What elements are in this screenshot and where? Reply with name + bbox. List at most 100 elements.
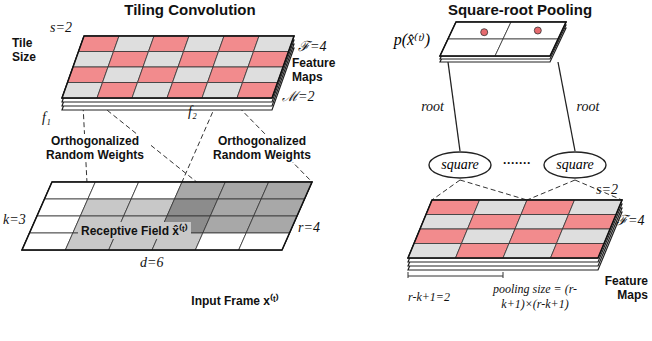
- grid-cell: [408, 244, 462, 259]
- grid-cell: [45, 182, 96, 199]
- tile-size-value: s=2: [50, 20, 72, 36]
- grid-cell: [426, 200, 480, 215]
- map-count: ℱ=4: [616, 210, 644, 229]
- grid-cell: [462, 229, 516, 244]
- bracket-tick: [503, 272, 504, 278]
- grid-cell: [569, 200, 623, 215]
- projection-line: [432, 180, 460, 200]
- pooled-unit: [481, 29, 488, 36]
- grid-cell: [184, 36, 225, 52]
- grid-cell: [420, 215, 474, 230]
- grid-cell: [237, 83, 278, 99]
- feature-maps: [62, 36, 294, 110]
- weights-label: Orthogonalized Random Weights: [39, 134, 151, 162]
- map-layer: [408, 200, 622, 258]
- map-layer: [62, 44, 294, 106]
- projection-line: [460, 180, 527, 200]
- edge-label: root: [575, 99, 602, 115]
- grid-cell: [88, 182, 139, 199]
- grid-cell: [551, 244, 605, 259]
- ellipse-outline: [429, 152, 491, 178]
- grid-cell: [495, 39, 558, 56]
- input-frame-label: Input Frame x⁽ᵗ⁾: [191, 292, 278, 309]
- grid-cell: [203, 216, 254, 233]
- dimension-bracket: [408, 272, 503, 278]
- grid-cell: [114, 36, 155, 52]
- grid-cell: [248, 52, 289, 68]
- map-border: [62, 36, 294, 98]
- grid-cell: [73, 52, 114, 68]
- map-outline: [408, 200, 622, 258]
- grid-cell: [414, 229, 468, 244]
- grid-cell: [563, 215, 617, 230]
- panel-title: Tiling Convolution: [124, 1, 255, 18]
- frame-columns: d=6: [140, 255, 163, 271]
- grid-cell: [448, 22, 511, 39]
- grid-cell: [202, 83, 243, 99]
- grid-cell: [132, 83, 173, 99]
- map-outline: [440, 22, 566, 56]
- filter-name: f₂: [188, 104, 197, 120]
- panel-title: Square-root Pooling: [448, 1, 592, 18]
- ellipsis: ·······: [503, 156, 531, 170]
- pool-dimension: r-k+1=2: [408, 290, 450, 305]
- grid-cell: [138, 67, 179, 83]
- grid-cell: [208, 67, 249, 83]
- grid-cell: [178, 52, 219, 68]
- grid-cell: [239, 233, 290, 250]
- grid-cell: [254, 199, 305, 216]
- grid-cell: [213, 52, 254, 68]
- grid-cell: [37, 199, 88, 216]
- projection-line: [527, 180, 575, 200]
- map-border: [22, 182, 312, 250]
- kernel-size: k=3: [3, 212, 26, 228]
- grid-cell: [210, 199, 261, 216]
- grid-cell: [521, 200, 575, 215]
- operation-name: square: [441, 157, 479, 173]
- map-group-count: ℳ=2: [282, 86, 314, 105]
- grid-cell: [474, 200, 528, 215]
- grid-cell: [515, 215, 569, 230]
- map-outline: [62, 36, 294, 98]
- grid-cell: [68, 67, 109, 83]
- tile-size-label: Tile Size: [12, 36, 54, 64]
- grid-cell: [195, 233, 246, 250]
- grid-cell: [97, 83, 138, 99]
- pooling-function: p(x̂⁽ᵗ⁾): [394, 30, 430, 49]
- grid-cell: [79, 36, 120, 52]
- filter-name: f₁: [42, 110, 51, 126]
- pooling-output: p(x̂⁽ᵗ⁾): [440, 22, 566, 62]
- square-ellipse: square: [428, 151, 492, 179]
- grid-cell: [80, 199, 131, 216]
- square-ellipse: square: [543, 151, 607, 179]
- bracket-tick: [408, 272, 409, 278]
- input-frame: [22, 182, 312, 250]
- map-outline: [62, 44, 294, 106]
- map-count: ℱ=4: [298, 36, 326, 55]
- projection-line: [575, 180, 622, 200]
- root-connector: [558, 62, 575, 151]
- weights-label: Orthogonalized Random Weights: [206, 134, 318, 162]
- feature-maps: [408, 200, 622, 270]
- map-layer: [440, 22, 566, 56]
- map-layer: [62, 36, 294, 98]
- grid-cell: [173, 67, 214, 83]
- grid-cell: [503, 244, 557, 259]
- grid-cell: [22, 233, 73, 250]
- grid-cell: [30, 216, 81, 233]
- bracket-line: [408, 276, 503, 277]
- frame-rows: r=4: [298, 220, 320, 236]
- edge-label: root: [419, 99, 446, 115]
- grid-cell: [503, 22, 566, 39]
- operation-name: square: [556, 157, 594, 173]
- pooled-map: [440, 22, 566, 62]
- grid-cell: [440, 39, 503, 56]
- grid-cell: [62, 83, 103, 99]
- grid-cell: [149, 36, 190, 52]
- grid-cell: [557, 229, 611, 244]
- map-outline: [22, 182, 312, 250]
- pooling-size-label: pooling size = (r-k+1)×(r-k+1): [471, 282, 599, 312]
- grid-cell: [124, 199, 175, 216]
- grid-cell: [167, 199, 218, 216]
